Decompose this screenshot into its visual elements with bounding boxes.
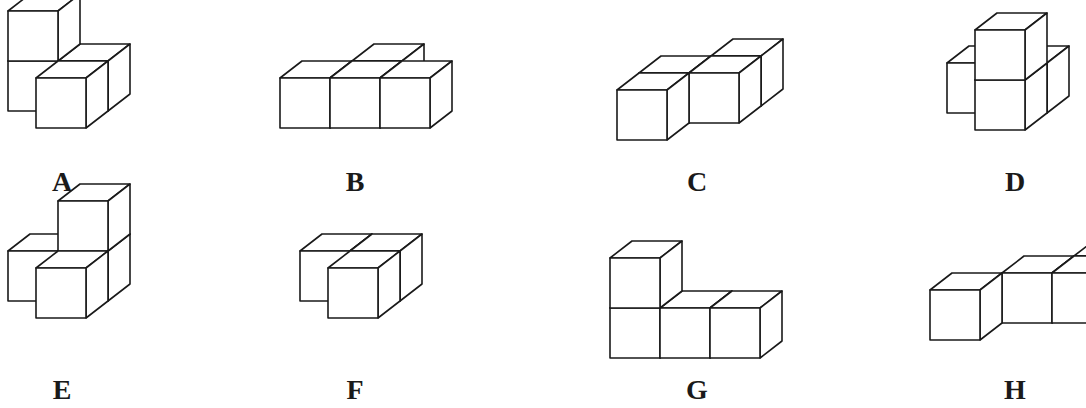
cube-front <box>610 258 660 308</box>
cube-side <box>108 44 130 111</box>
figure-letter: E <box>53 376 72 404</box>
cube-side <box>108 184 130 251</box>
unit-cube <box>975 13 1047 80</box>
unit-cube <box>1052 256 1086 323</box>
unit-cube <box>930 273 1002 340</box>
cube-side <box>1047 46 1069 113</box>
cube-front <box>1052 273 1086 323</box>
cube-side <box>430 61 452 128</box>
figure-letter: B <box>346 168 365 196</box>
cube-front <box>660 308 710 358</box>
cube-figure <box>947 13 1069 130</box>
cube-figure <box>610 241 782 358</box>
cube-front <box>58 201 108 251</box>
cube-side <box>660 241 682 308</box>
cube-figure <box>930 239 1086 340</box>
cube-front <box>975 80 1025 130</box>
cube-side <box>667 73 689 140</box>
cube-front <box>36 78 86 128</box>
unit-cube <box>610 241 682 308</box>
cube-figure <box>617 39 783 140</box>
cube-front <box>689 73 739 123</box>
cube-top <box>1074 239 1086 256</box>
cube-side <box>378 251 400 318</box>
cube-front <box>280 78 330 128</box>
cube-side <box>760 291 782 358</box>
cube-front <box>330 78 380 128</box>
cube-side <box>1025 13 1047 80</box>
unit-cube <box>36 251 108 318</box>
cube-figure <box>8 184 130 318</box>
cube-front <box>1002 273 1052 323</box>
cube-front <box>710 308 760 358</box>
cube-side <box>761 39 783 106</box>
figure-letter: G <box>686 376 708 404</box>
cube-side <box>86 251 108 318</box>
cube-top <box>1052 256 1086 273</box>
unit-cube <box>689 56 761 123</box>
unit-cube <box>36 61 108 128</box>
figure-letter: D <box>1005 168 1025 196</box>
unit-cube <box>328 251 400 318</box>
figure-letter: A <box>52 168 72 196</box>
figure-letter: C <box>687 168 707 196</box>
cube-side <box>980 273 1002 340</box>
cube-side <box>739 56 761 123</box>
cube-figure <box>280 44 452 128</box>
cube-front <box>8 11 58 61</box>
unit-cube <box>8 0 80 61</box>
cube-front <box>328 268 378 318</box>
unit-cube <box>380 61 452 128</box>
cube-front <box>380 78 430 128</box>
cube-side <box>400 234 422 301</box>
unit-cube <box>617 73 689 140</box>
figure-letter: F <box>346 376 363 404</box>
cube-figure <box>300 234 422 318</box>
cube-front <box>975 30 1025 80</box>
cube-front <box>610 308 660 358</box>
cube-front <box>36 268 86 318</box>
cube-front <box>617 90 667 140</box>
figure-letter: H <box>1004 376 1026 404</box>
cube-side <box>58 0 80 61</box>
cube-front <box>930 290 980 340</box>
unit-cube <box>710 291 782 358</box>
cube-side <box>86 61 108 128</box>
cube-figure <box>8 0 130 128</box>
